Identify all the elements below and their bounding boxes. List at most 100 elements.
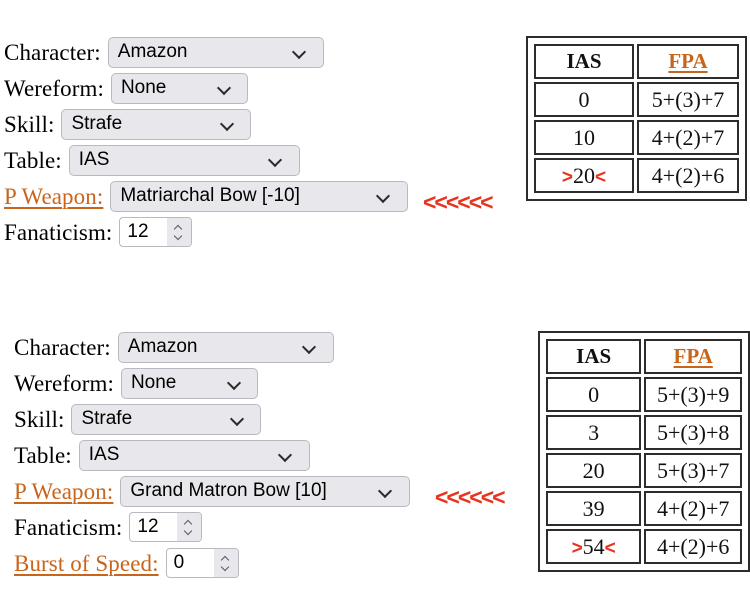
label-character: Character: [14,334,111,360]
chevron-down-icon [377,189,391,203]
chevron-down-icon [231,412,245,426]
select-skill-value: Strafe [71,113,123,134]
label-p-weapon[interactable]: P Weapon: [14,478,114,504]
chevron-down-icon [218,81,232,95]
select-table-value: IAS [78,149,110,170]
cell-fpa: 4+(2)+6 [637,158,739,193]
table-row-breakpoint: >20< 4+(2)+6 [534,158,739,193]
form-row-skill: Skill: Strafe [14,401,544,437]
select-wereform-value: None [130,372,177,393]
table-row: 10 4+(2)+7 [534,120,739,155]
fpa-table-body: 0 5+(3)+9 3 5+(3)+8 20 5+(3)+7 39 4+(2)+… [546,377,742,564]
label-skill: Skill: [14,406,65,432]
select-table-value: IAS [88,444,120,465]
table-header-row: IAS FPA [546,339,742,374]
spinner-burst-of-speed-buttons[interactable] [213,549,238,577]
attention-arrows-panel-2: <<<<<< [435,484,506,510]
attention-arrows-panel-1: <<<<<< [423,189,494,215]
column-header-ias: IAS [534,44,634,79]
chevron-down-icon [221,117,235,131]
chevron-down-icon [293,45,307,59]
label-table: Table: [4,147,62,173]
stepper-up-icon[interactable] [221,556,230,561]
select-table[interactable]: IAS [78,439,310,471]
form-row-fanaticism: Fanaticism: 12 [4,214,534,250]
table-header-row: IAS FPA [534,44,739,79]
spinner-fanaticism[interactable]: 12 [129,512,203,542]
form-row-wereform: Wereform: None [4,70,534,106]
fpa-table-panel-2: IAS FPA 0 5+(3)+9 3 5+(3)+8 20 5+(3)+7 [538,331,750,572]
column-header-ias: IAS [546,339,642,374]
spinner-burst-of-speed-value[interactable]: 0 [173,552,185,573]
form-row-table: Table: IAS [14,437,544,473]
calculator-panel-1: Character: Amazon Wereform: None Skill: … [0,34,750,264]
spinner-fanaticism[interactable]: 12 [119,217,193,247]
cell-fpa: 4+(2)+6 [644,529,742,564]
spinner-burst-of-speed[interactable]: 0 [165,548,239,578]
spinner-fanaticism-value[interactable]: 12 [127,221,149,242]
form-panel-1: Character: Amazon Wereform: None Skill: … [4,34,534,250]
table-row: 0 5+(3)+7 [534,82,739,117]
table-row: 20 5+(3)+7 [546,453,742,488]
stepper-up-icon[interactable] [185,520,194,525]
spinner-fanaticism-buttons[interactable] [177,513,202,541]
cell-ias: 3 [546,415,642,450]
select-wereform[interactable]: None [120,367,258,399]
table-row: 0 5+(3)+9 [546,377,742,412]
cell-fpa: 4+(2)+7 [644,491,742,526]
form-row-character: Character: Amazon [14,329,544,365]
marker-left: > [571,537,583,559]
marker-right: < [604,537,616,559]
form-row-skill: Skill: Strafe [4,106,534,142]
cell-ias: 0 [546,377,642,412]
form-row-character: Character: Amazon [4,34,534,70]
select-character[interactable]: Amazon [117,331,334,363]
spinner-fanaticism-buttons[interactable] [167,218,192,246]
cell-ias-value: 54 [582,533,605,559]
label-wereform: Wereform: [4,75,104,101]
select-p-weapon-value: Matriarchal Bow [-10] [120,185,300,206]
chevron-down-icon [379,484,393,498]
select-skill[interactable]: Strafe [61,108,252,140]
cell-ias: 39 [546,491,642,526]
form-row-p-weapon: P Weapon: Grand Matron Bow [10] [14,473,544,509]
cell-ias-value: 20 [573,162,595,188]
table-row: 39 4+(2)+7 [546,491,742,526]
form-row-burst-of-speed: Burst of Speed: 0 [14,545,544,581]
cell-fpa: 5+(3)+7 [637,82,739,117]
table-row-breakpoint: >54< 4+(2)+6 [546,529,742,564]
cell-fpa: 4+(2)+7 [637,120,739,155]
form-row-wereform: Wereform: None [14,365,544,401]
table-row: 3 5+(3)+8 [546,415,742,450]
select-table[interactable]: IAS [68,144,300,176]
fpa-table: IAS FPA 0 5+(3)+9 3 5+(3)+8 20 5+(3)+7 [543,336,745,567]
spinner-fanaticism-value[interactable]: 12 [137,516,159,537]
select-character-value: Amazon [117,41,188,62]
select-wereform[interactable]: None [110,72,248,104]
form-row-fanaticism: Fanaticism: 12 [14,509,544,545]
stepper-down-icon[interactable] [221,565,230,570]
form-row-table: Table: IAS [4,142,534,178]
fpa-table-panel-1: IAS FPA 0 5+(3)+7 10 4+(2)+7 >20< 4+(2 [526,36,747,201]
cell-ias-breakpoint: >54< [546,529,642,564]
select-p-weapon-value: Grand Matron Bow [10] [130,480,327,501]
stepper-down-icon[interactable] [175,234,184,239]
form-row-p-weapon: P Weapon: Matriarchal Bow [-10] [4,178,534,214]
fpa-table: IAS FPA 0 5+(3)+7 10 4+(2)+7 >20< 4+(2 [531,41,742,196]
column-header-fpa: FPA [637,44,739,79]
cell-ias-breakpoint: >20< [534,158,634,193]
select-p-weapon[interactable]: Matriarchal Bow [-10] [110,180,409,212]
label-burst-of-speed[interactable]: Burst of Speed: [14,550,159,576]
cell-fpa: 5+(3)+9 [644,377,742,412]
chevron-down-icon [269,153,283,167]
marker-right: < [595,166,607,188]
select-character-value: Amazon [127,336,198,357]
label-p-weapon[interactable]: P Weapon: [4,183,104,209]
select-character[interactable]: Amazon [107,36,324,68]
select-p-weapon[interactable]: Grand Matron Bow [10] [120,475,411,507]
column-header-fpa: FPA [644,339,742,374]
select-skill[interactable]: Strafe [71,403,262,435]
stepper-down-icon[interactable] [185,529,194,534]
label-fanaticism: Fanaticism: [14,514,123,540]
stepper-up-icon[interactable] [175,225,184,230]
